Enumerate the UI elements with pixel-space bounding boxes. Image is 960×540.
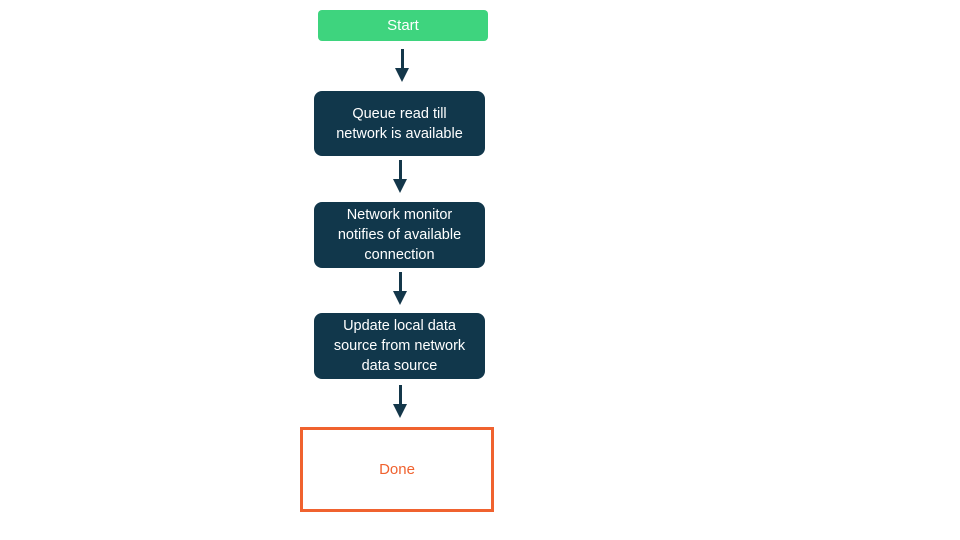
flowchart-node-queue-read: Queue read till network is available (314, 91, 485, 156)
arrow-stem (398, 160, 402, 179)
arrow-head (393, 179, 407, 193)
arrow-head (393, 291, 407, 305)
node-label: Done (379, 460, 415, 478)
arrow-down-icon (393, 385, 407, 418)
flowchart-node-start: Start (318, 10, 488, 41)
arrow-stem (398, 272, 402, 291)
arrow-stem (400, 49, 404, 68)
arrow-stem (398, 385, 402, 404)
flowchart-node-update-local-data: Update local data source from network da… (314, 313, 485, 379)
node-label: Network monitor notifies of available co… (337, 207, 462, 263)
arrow-head (393, 404, 407, 418)
arrow-head (395, 68, 409, 82)
flowchart-node-network-monitor: Network monitor notifies of available co… (314, 202, 485, 268)
arrow-down-icon (393, 272, 407, 305)
node-label: Update local data source from network da… (333, 318, 466, 374)
arrow-down-icon (393, 160, 407, 193)
arrow-down-icon (395, 49, 409, 82)
node-label: Queue read till network is available (336, 105, 463, 142)
node-label: Start (387, 16, 419, 34)
flowchart-node-done: Done (300, 427, 494, 512)
